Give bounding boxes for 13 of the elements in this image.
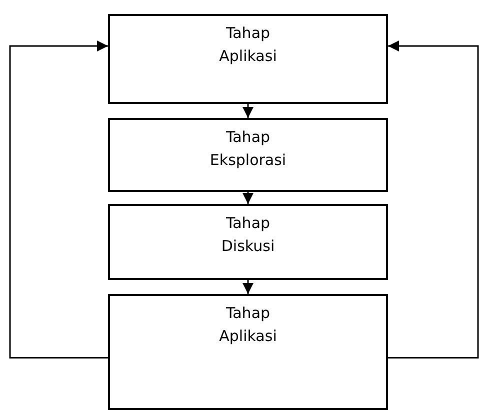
arrow <box>242 104 254 118</box>
arrow <box>9 40 108 359</box>
step-label: Tahap Eksplorasi <box>210 127 286 171</box>
arrow <box>388 40 479 359</box>
arrow <box>242 192 254 204</box>
process-box <box>108 118 388 192</box>
process-box <box>108 14 388 104</box>
arrow <box>242 280 254 294</box>
step-label: Tahap Aplikasi <box>219 23 277 67</box>
step-label: Tahap Diskusi <box>221 213 275 257</box>
process-box <box>108 294 388 410</box>
process-box <box>108 204 388 280</box>
step-label: Tahap Aplikasi <box>219 303 277 347</box>
